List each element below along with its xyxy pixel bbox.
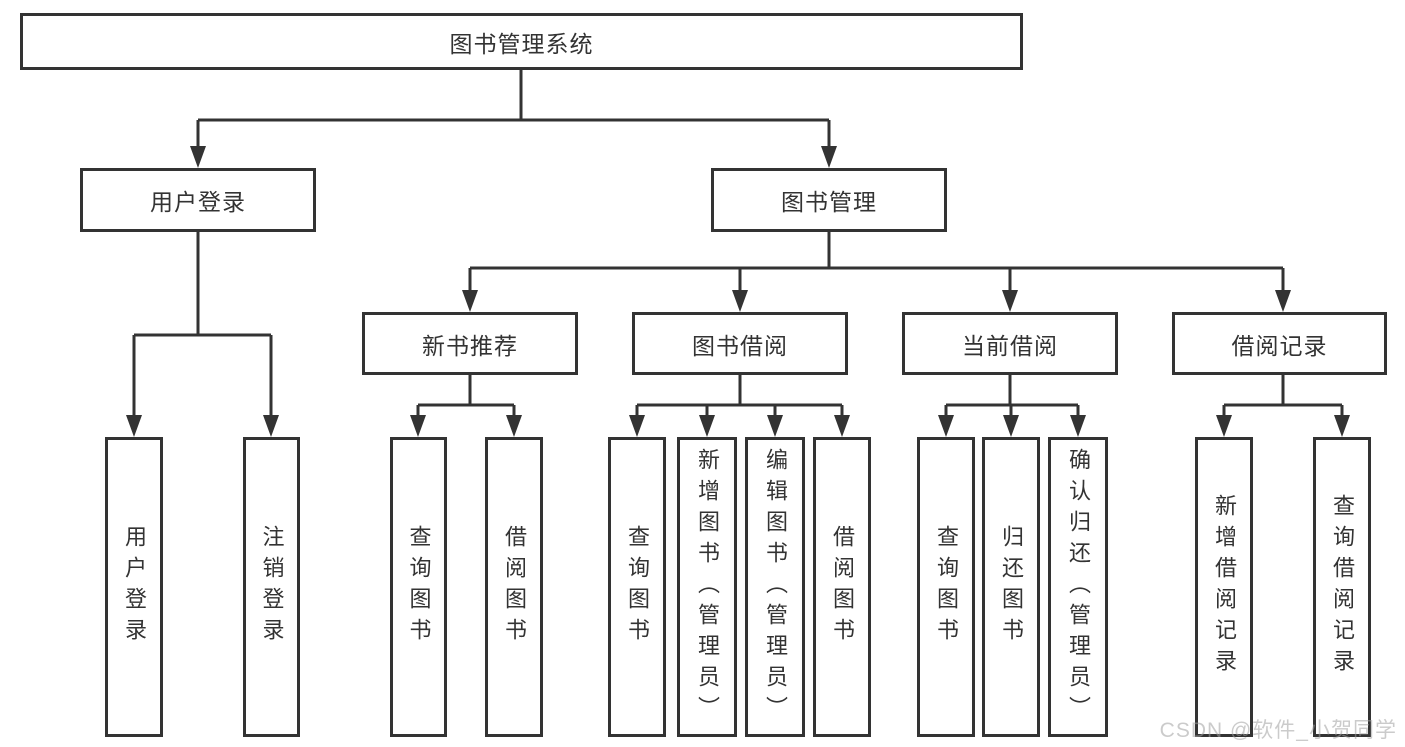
node-current-borrowing-label: 当前借阅	[962, 332, 1058, 359]
leaf-edit-books-admin: 编辑图书（管理员）	[745, 437, 805, 737]
leaf-add-books-admin-label: 新增图书（管理员）	[695, 447, 720, 727]
node-new-book-recommend-label: 新书推荐	[422, 332, 518, 359]
leaf-query-books-borrow-label: 查询图书	[625, 525, 650, 649]
node-library-system: 图书管理系统	[20, 13, 1023, 70]
node-user-login-branch-label: 用户登录	[150, 189, 246, 215]
leaf-add-borrow-record: 新增借阅记录	[1195, 437, 1253, 737]
node-user-login-branch: 用户登录	[80, 168, 316, 232]
node-book-management: 图书管理	[711, 168, 947, 232]
node-book-management-label: 图书管理	[781, 189, 877, 215]
leaf-return-books-label: 归还图书	[999, 525, 1024, 649]
node-borrowing-records: 借阅记录	[1172, 312, 1387, 375]
leaf-logout: 注销登录	[243, 437, 300, 737]
leaf-add-books-admin: 新增图书（管理员）	[677, 437, 737, 737]
leaf-query-books-current-label: 查询图书	[934, 525, 959, 649]
leaf-query-books-current: 查询图书	[917, 437, 975, 737]
leaf-confirm-return-admin: 确认归还（管理员）	[1048, 437, 1108, 737]
leaf-query-books-rec-label: 查询图书	[406, 525, 432, 649]
leaf-user-login: 用户登录	[105, 437, 163, 737]
leaf-borrow-books-rec-label: 借阅图书	[502, 525, 527, 649]
leaf-borrow-books-rec: 借阅图书	[485, 437, 543, 737]
leaf-query-books-rec: 查询图书	[390, 437, 447, 737]
leaf-query-books-borrow: 查询图书	[608, 437, 666, 737]
leaf-confirm-return-admin-label: 确认归还（管理员）	[1066, 447, 1091, 727]
node-book-borrowing-label: 图书借阅	[692, 332, 788, 359]
leaf-query-borrow-record: 查询借阅记录	[1313, 437, 1371, 737]
leaf-return-books: 归还图书	[982, 437, 1040, 737]
node-current-borrowing: 当前借阅	[902, 312, 1118, 375]
leaf-add-borrow-record-label: 新增借阅记录	[1212, 494, 1237, 680]
leaf-borrow-books-label: 借阅图书	[830, 525, 855, 649]
csdn-watermark: CSDN @软件_小贺同学	[1159, 719, 1397, 742]
leaf-logout-label: 注销登录	[259, 525, 285, 649]
leaf-borrow-books: 借阅图书	[813, 437, 871, 737]
node-book-borrowing: 图书借阅	[632, 312, 848, 375]
leaf-edit-books-admin-label: 编辑图书（管理员）	[763, 447, 788, 727]
leaf-query-borrow-record-label: 查询借阅记录	[1330, 494, 1355, 680]
node-library-system-label: 图书管理系统	[449, 30, 594, 57]
leaf-user-login-label: 用户登录	[122, 525, 147, 649]
node-borrowing-records-label: 借阅记录	[1231, 332, 1328, 359]
connector-path	[132, 70, 1344, 421]
node-new-book-recommend: 新书推荐	[362, 312, 578, 375]
arrowheads	[126, 146, 1350, 437]
